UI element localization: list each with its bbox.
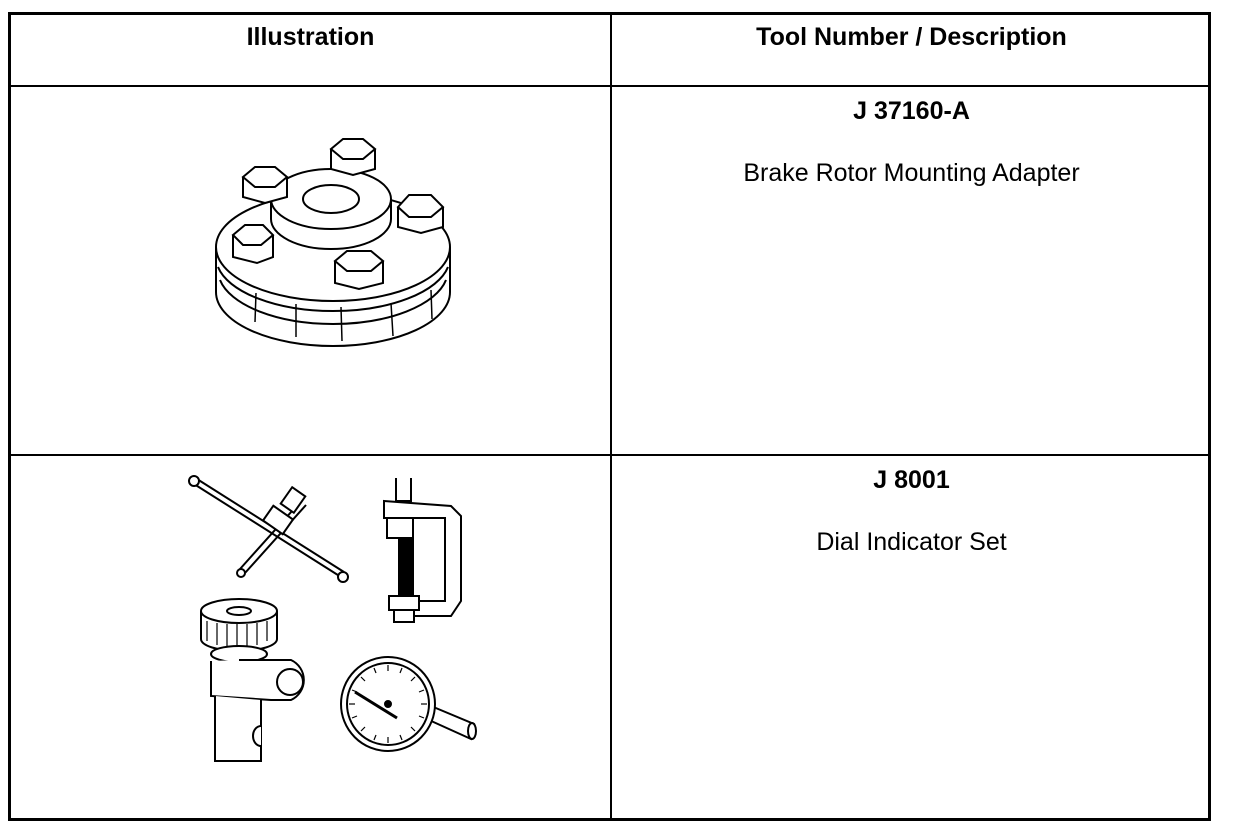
bolt-icon: [233, 225, 273, 263]
row-1-illustration-cell: [11, 87, 610, 454]
row-2-illustration-cell: [11, 456, 610, 821]
row-divider: [11, 454, 1208, 456]
row-1-description-cell: J 37160-A Brake Rotor Mounting Adapter: [612, 87, 1211, 454]
column-divider: [610, 15, 612, 818]
knurled-knob-holder-icon: [201, 599, 304, 761]
header-tool-number-description: Tool Number / Description: [756, 23, 1067, 51]
row-2-description-cell: J 8001 Dial Indicator Set: [612, 456, 1211, 821]
dial-indicator-icon: [341, 657, 476, 751]
dial-indicator-set-illustration: [11, 456, 610, 821]
c-clamp-icon: [384, 478, 461, 622]
tool-number: J 37160-A: [853, 97, 970, 125]
cross-rod-icon: [189, 476, 348, 582]
header-divider: [11, 85, 1208, 87]
tool-number: J 8001: [873, 466, 950, 494]
header-illustration: Illustration: [246, 23, 375, 51]
tool-description: Brake Rotor Mounting Adapter: [743, 159, 1080, 187]
tool-description: Dial Indicator Set: [816, 528, 1007, 556]
tool-table: Illustration Tool Number / Description: [8, 12, 1211, 821]
brake-rotor-adapter-illustration: [11, 87, 610, 454]
